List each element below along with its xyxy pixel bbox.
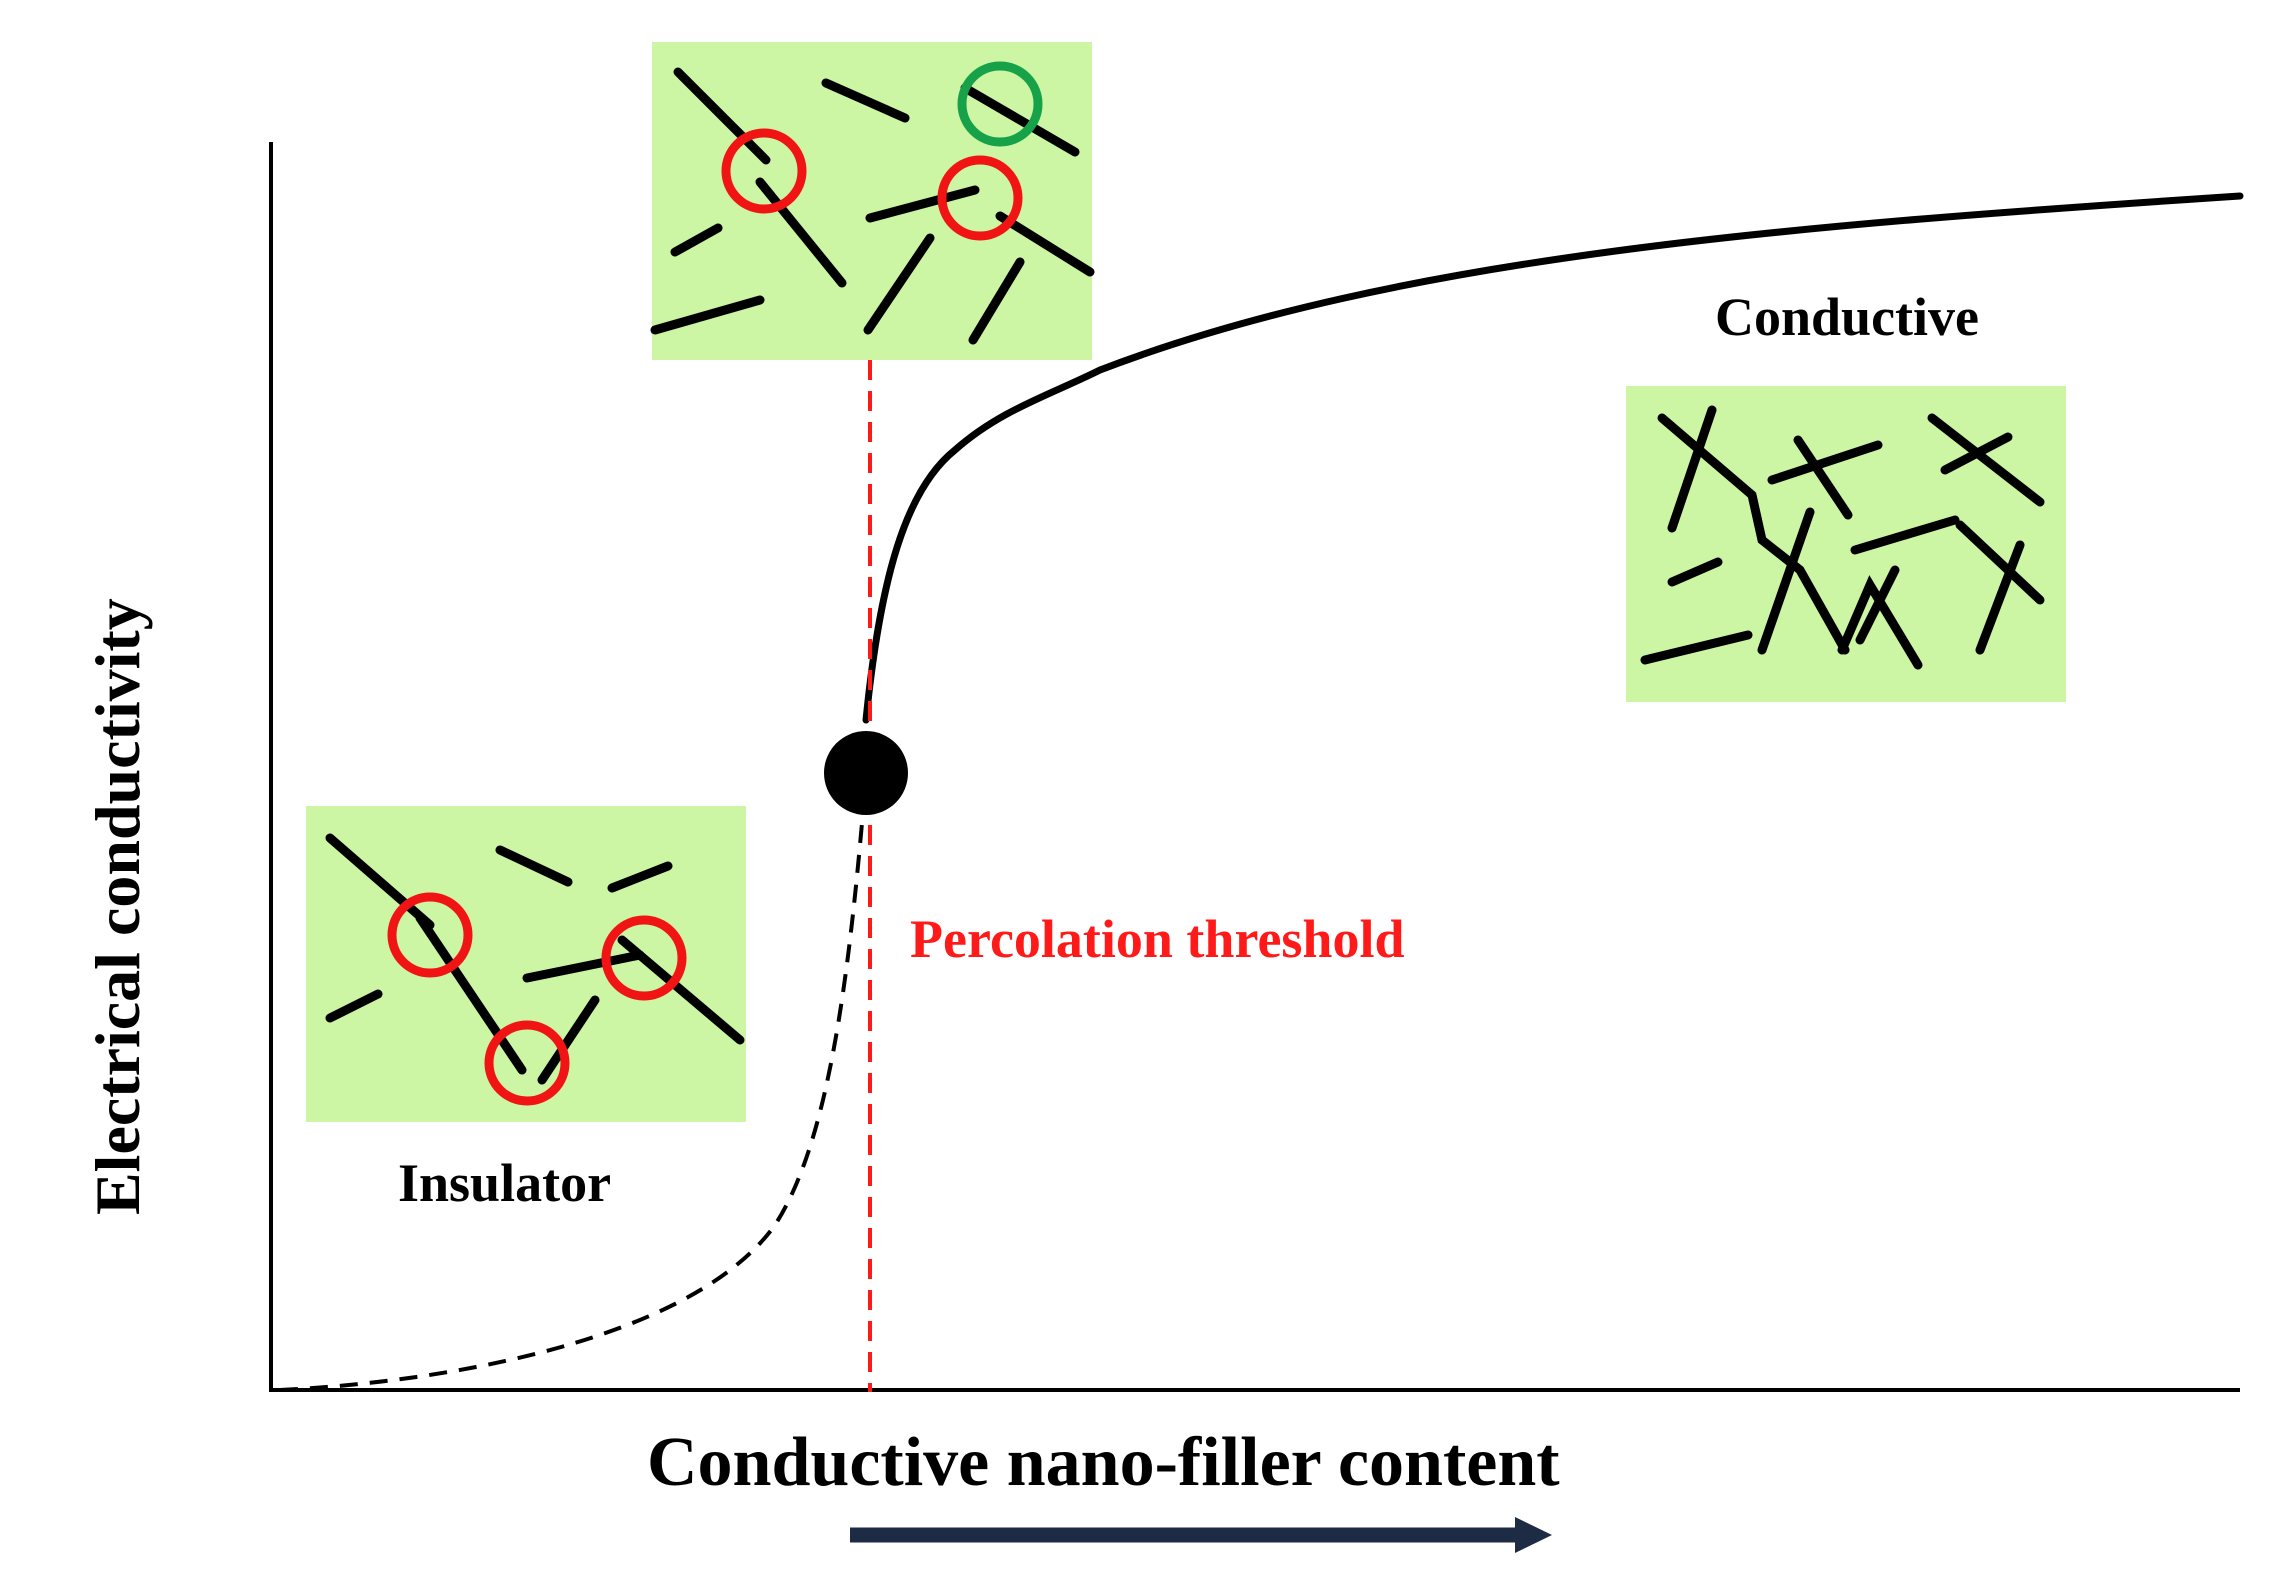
gap-marker-icon [721,128,807,214]
contact-marker-icon [957,61,1043,147]
threshold-panel [650,42,1095,360]
axes [269,142,2240,1392]
gap-marker-icon [484,1020,570,1106]
percolation-threshold-label: Percolation threshold [910,909,1405,969]
increase-arrow-icon [850,1517,1552,1553]
conducting-curve [862,192,2244,724]
insulator-label: Insulator [398,1153,612,1213]
insulating-curve-dashed [279,775,868,1392]
gap-marker-icon [387,892,473,978]
gap-marker-icon [937,155,1023,241]
conductive-label: Conductive [1715,287,1980,347]
insulator-panel [306,806,746,1122]
conductive-panel [1626,386,2066,702]
gap-marker-icon [601,915,687,1001]
x-axis-label: Conductive nano-filler content [647,1424,1560,1501]
y-axis-label: Electrical conductivity [82,598,153,1215]
percolation-point [824,731,908,815]
